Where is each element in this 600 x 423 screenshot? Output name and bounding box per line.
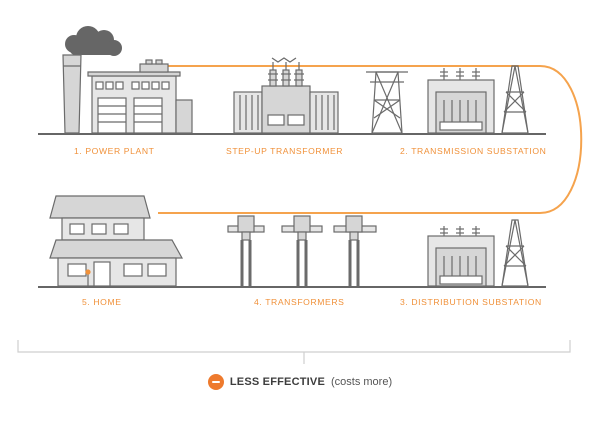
stage-label-distribution: 3. DISTRIBUTION SUBSTATION — [400, 297, 542, 307]
step-up-transformer-icon — [233, 57, 339, 134]
tower-left — [366, 71, 408, 134]
upper-roof — [49, 195, 151, 219]
power-plant-icon — [62, 26, 193, 134]
smoke-cloud — [65, 26, 122, 56]
chimney — [62, 54, 82, 134]
stage-label-power-plant: 1. POWER PLANT — [74, 146, 155, 156]
effectiveness-label: LESS EFFECTIVE — [229, 376, 325, 388]
transformers-icon — [227, 215, 377, 286]
stage-label-step-up: STEP-UP TRANSFORMER — [226, 146, 344, 156]
bracket — [17, 340, 571, 364]
effectiveness-footer: LESS EFFECTIVE (costs more) — [0, 372, 600, 392]
power-line — [158, 65, 583, 214]
stage-label-home: 5. HOME — [82, 297, 122, 307]
pole-2 — [281, 215, 323, 286]
minus-circle-icon — [207, 374, 224, 390]
stage-label-transmission: 2. TRANSMISSION SUBSTATION — [400, 146, 547, 156]
distribution-tower — [501, 219, 529, 287]
lower-roof — [49, 239, 184, 259]
stage-label-transformers: 4. TRANSFORMERS — [254, 297, 345, 307]
pole-3 — [333, 215, 377, 286]
substation-insulators — [440, 68, 480, 80]
home-icon — [49, 195, 184, 287]
distribution-substation-icon — [427, 219, 529, 287]
tower-right — [501, 65, 529, 134]
cost-note: (costs more) — [330, 376, 393, 388]
pole-1 — [227, 215, 265, 286]
transmission-substation-icon — [366, 65, 529, 134]
